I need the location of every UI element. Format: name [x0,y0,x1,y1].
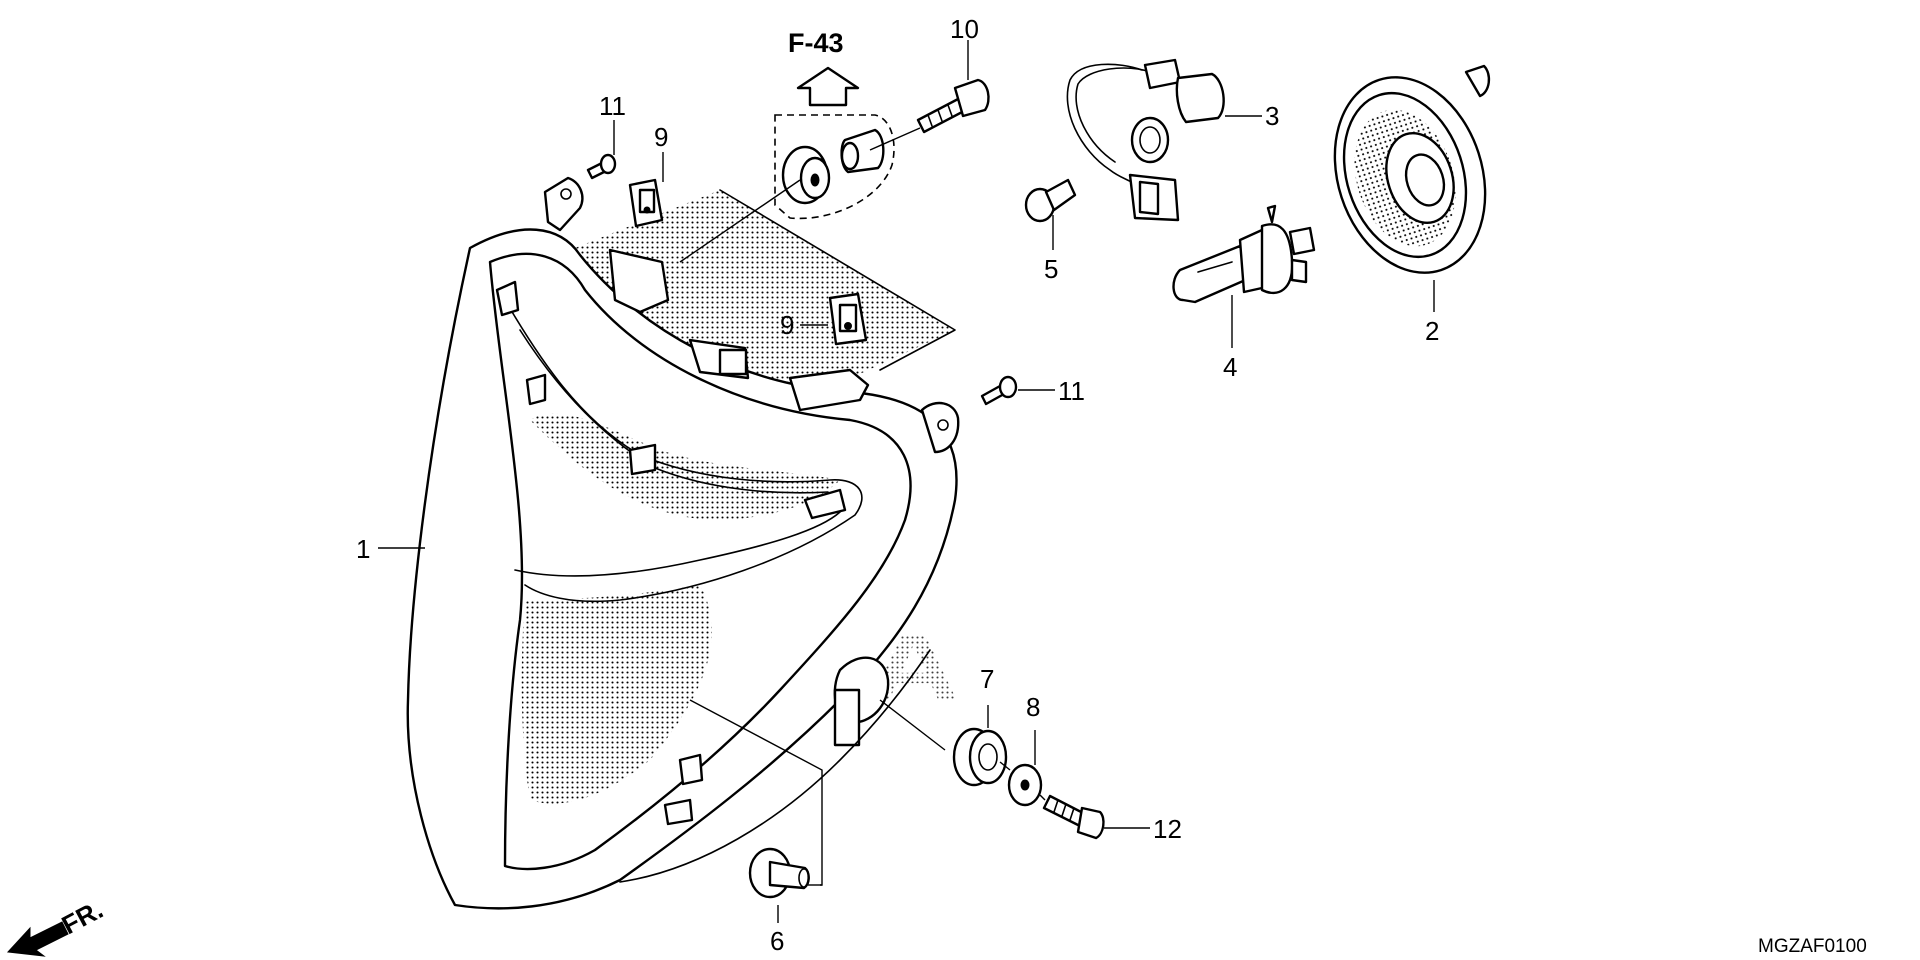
callout-9-top: 9 [654,122,668,152]
headlight-assembly [406,176,960,910]
bolt-10 [916,78,990,134]
grommet-collar-group [774,114,895,220]
clip-nut-9b [828,292,868,346]
diagram-code: MGZAF0100 [1758,936,1867,957]
front-direction-indicator: FR. [6,894,108,957]
callout-11-middle: 11 [1058,376,1085,406]
leader-lines [378,40,1435,923]
callout-6: 6 [770,926,784,956]
callout-11-top: 11 [599,91,626,121]
collar-6 [748,847,810,899]
callout-12: 12 [1153,814,1182,844]
section-reference: F-43 [788,28,860,107]
screw-11b [980,375,1018,406]
screw-11a [586,153,617,180]
callout-5: 5 [1044,254,1058,284]
callout-8: 8 [1026,692,1040,722]
callout-2: 2 [1425,316,1439,346]
callout-4: 4 [1223,352,1237,382]
callout-labels: 1 2 3 4 5 6 7 8 9 9 10 11 11 12 [356,14,1439,956]
washer-8 [1007,763,1043,807]
callout-9-middle: 9 [780,310,794,340]
bulb-4 [1172,204,1316,304]
callout-3: 3 [1265,101,1279,131]
bulb-5 [1024,178,1077,223]
callout-7: 7 [980,664,994,694]
grommet-7 [952,727,1008,787]
socket-harness-3 [1066,58,1225,222]
bolt-12 [1042,794,1105,840]
callout-10: 10 [950,14,979,44]
front-arrow-icon [6,921,69,957]
dust-cover-2 [1333,64,1491,274]
clip-nut-9a [628,178,664,228]
section-ref-label: F-43 [788,28,844,58]
callout-1: 1 [356,534,370,564]
